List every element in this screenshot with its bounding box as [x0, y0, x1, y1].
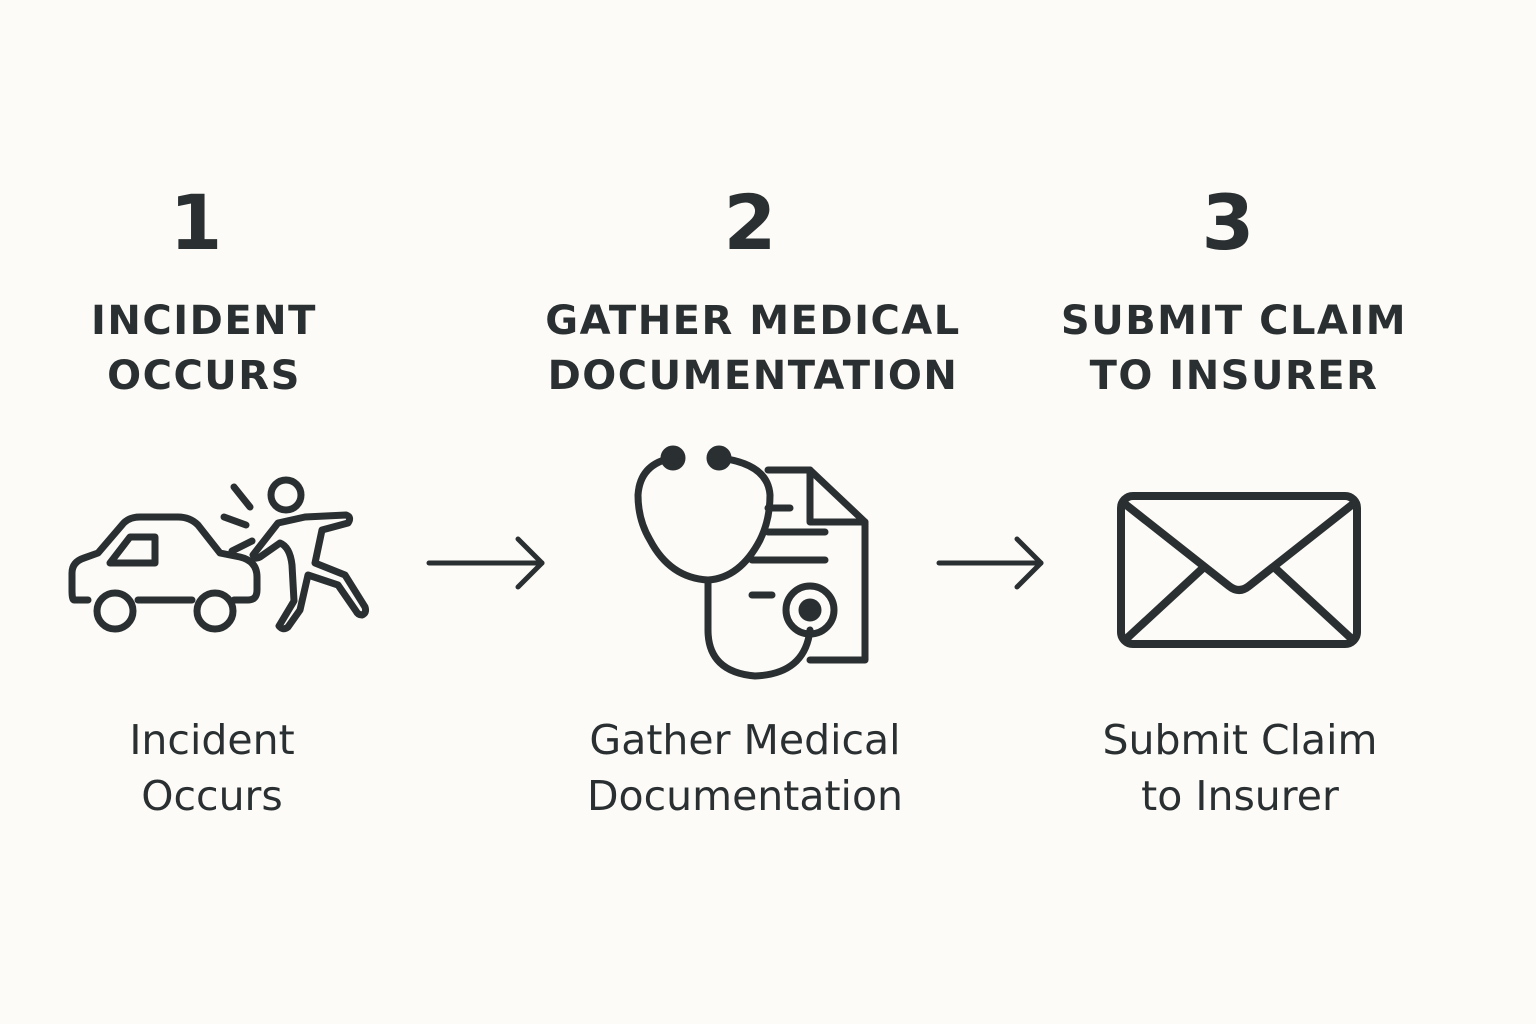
step-number: 2 [723, 178, 777, 267]
step-heading: SUBMIT CLAIM TO INSURER [1014, 294, 1454, 404]
step-number: 1 [169, 178, 223, 267]
right-arrow-icon [935, 535, 1050, 591]
step-heading-line: GATHER MEDICAL [545, 298, 961, 344]
step-heading-line: SUBMIT CLAIM [1060, 298, 1408, 344]
step-heading-line: DOCUMENTATION [547, 353, 959, 399]
step-caption: Gather Medical Documentation [525, 712, 965, 824]
step-caption-line: to Insurer [1141, 772, 1339, 820]
step-heading: INCIDENT OCCURS [0, 294, 424, 404]
step-heading: GATHER MEDICAL DOCUMENTATION [533, 294, 973, 404]
step-caption: Submit Claim to Insurer [1020, 712, 1460, 824]
step-caption-line: Submit Claim [1102, 716, 1378, 764]
step-caption: Incident Occurs [0, 712, 432, 824]
step-caption-line: Documentation [586, 772, 904, 820]
step-heading-line: TO INSURER [1089, 353, 1379, 399]
step-caption-line: Occurs [141, 772, 283, 820]
right-arrow-icon [425, 535, 550, 591]
step-caption-line: Incident [129, 716, 295, 764]
car-collision-pedestrian-icon [60, 465, 380, 645]
step-heading-line: INCIDENT [91, 298, 317, 344]
step-caption-line: Gather Medical [589, 716, 901, 764]
envelope-icon [1115, 490, 1365, 652]
step-heading-line: OCCURS [107, 353, 301, 399]
stethoscope-document-icon [620, 440, 880, 690]
step-number: 3 [1201, 178, 1255, 267]
